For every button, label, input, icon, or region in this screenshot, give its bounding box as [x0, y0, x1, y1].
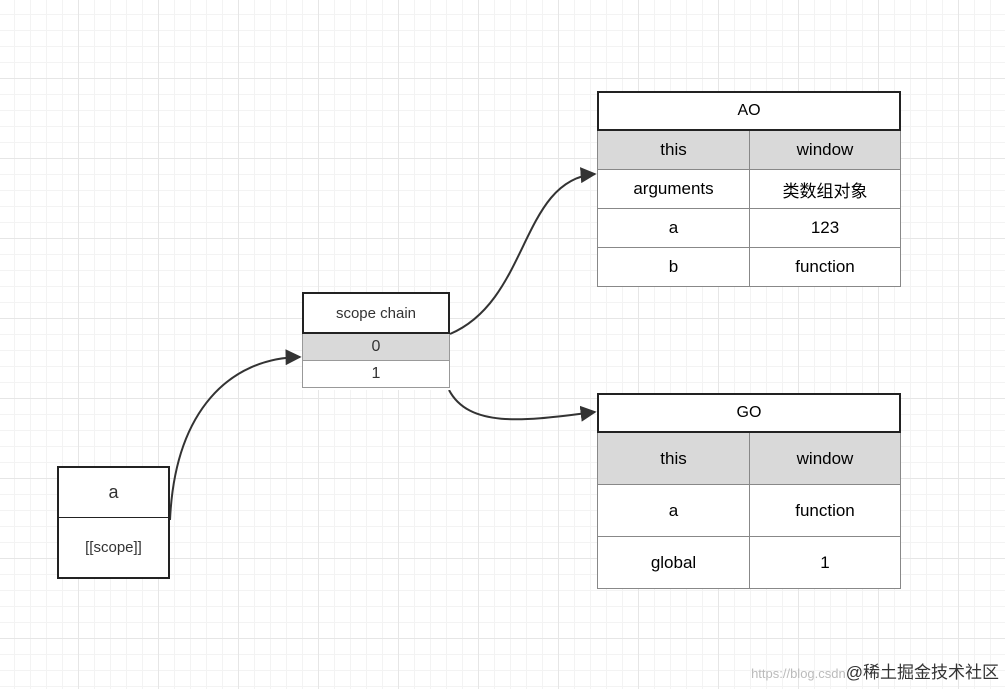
edge-chain-0-to-ao [449, 167, 597, 335]
scope-chain-title: scope chain [302, 292, 450, 334]
go-value: window [796, 448, 854, 468]
ao-table[interactable]: AO this window arguments 类数组对象 a 123 b f… [597, 91, 901, 287]
ao-key: arguments [598, 170, 750, 208]
scope-chain-node[interactable]: scope chain 0 1 [302, 292, 450, 390]
edge-chain-1-to-go [448, 389, 597, 422]
go-table[interactable]: GO this window a function global 1 [597, 393, 901, 589]
ao-key: this [598, 131, 750, 169]
ao-row-this: this window [597, 131, 901, 170]
ao-row-a: a 123 [597, 209, 901, 248]
ao-key: b [598, 248, 750, 286]
go-key: a [598, 485, 750, 536]
scope-chain-item-0: 0 [302, 334, 450, 361]
ao-value: window [796, 140, 854, 159]
go-row-this: this window [597, 433, 901, 485]
ao-key: a [598, 209, 750, 247]
node-a-title: a [59, 468, 168, 518]
go-row-global: global 1 [597, 537, 901, 589]
node-a[interactable]: a [[scope]] [57, 466, 170, 579]
ao-row-b: b function [597, 248, 901, 287]
ao-value: 123 [810, 218, 840, 237]
ao-row-arguments: arguments 类数组对象 [597, 170, 901, 209]
go-key: global [598, 537, 750, 588]
ao-table-title: AO [597, 91, 901, 131]
go-value: 1 [820, 552, 830, 572]
watermark-brand: @稀土掘金技术社区 [845, 663, 999, 682]
edge-a-scope-to-chain-0 [169, 349, 302, 521]
go-key: this [598, 433, 750, 484]
ao-value: function [795, 257, 855, 276]
go-table-title: GO [597, 393, 901, 433]
scope-chain-item-1: 1 [302, 361, 450, 388]
go-row-a: a function [597, 485, 901, 537]
node-a-scope-property: [[scope]] [85, 539, 142, 556]
watermark: https://blog.csdn@稀土掘金技术社区 [751, 658, 999, 683]
go-value: function [795, 500, 855, 520]
watermark-url: https://blog.csdn [751, 666, 846, 681]
ao-value: 类数组对象 [782, 181, 868, 201]
